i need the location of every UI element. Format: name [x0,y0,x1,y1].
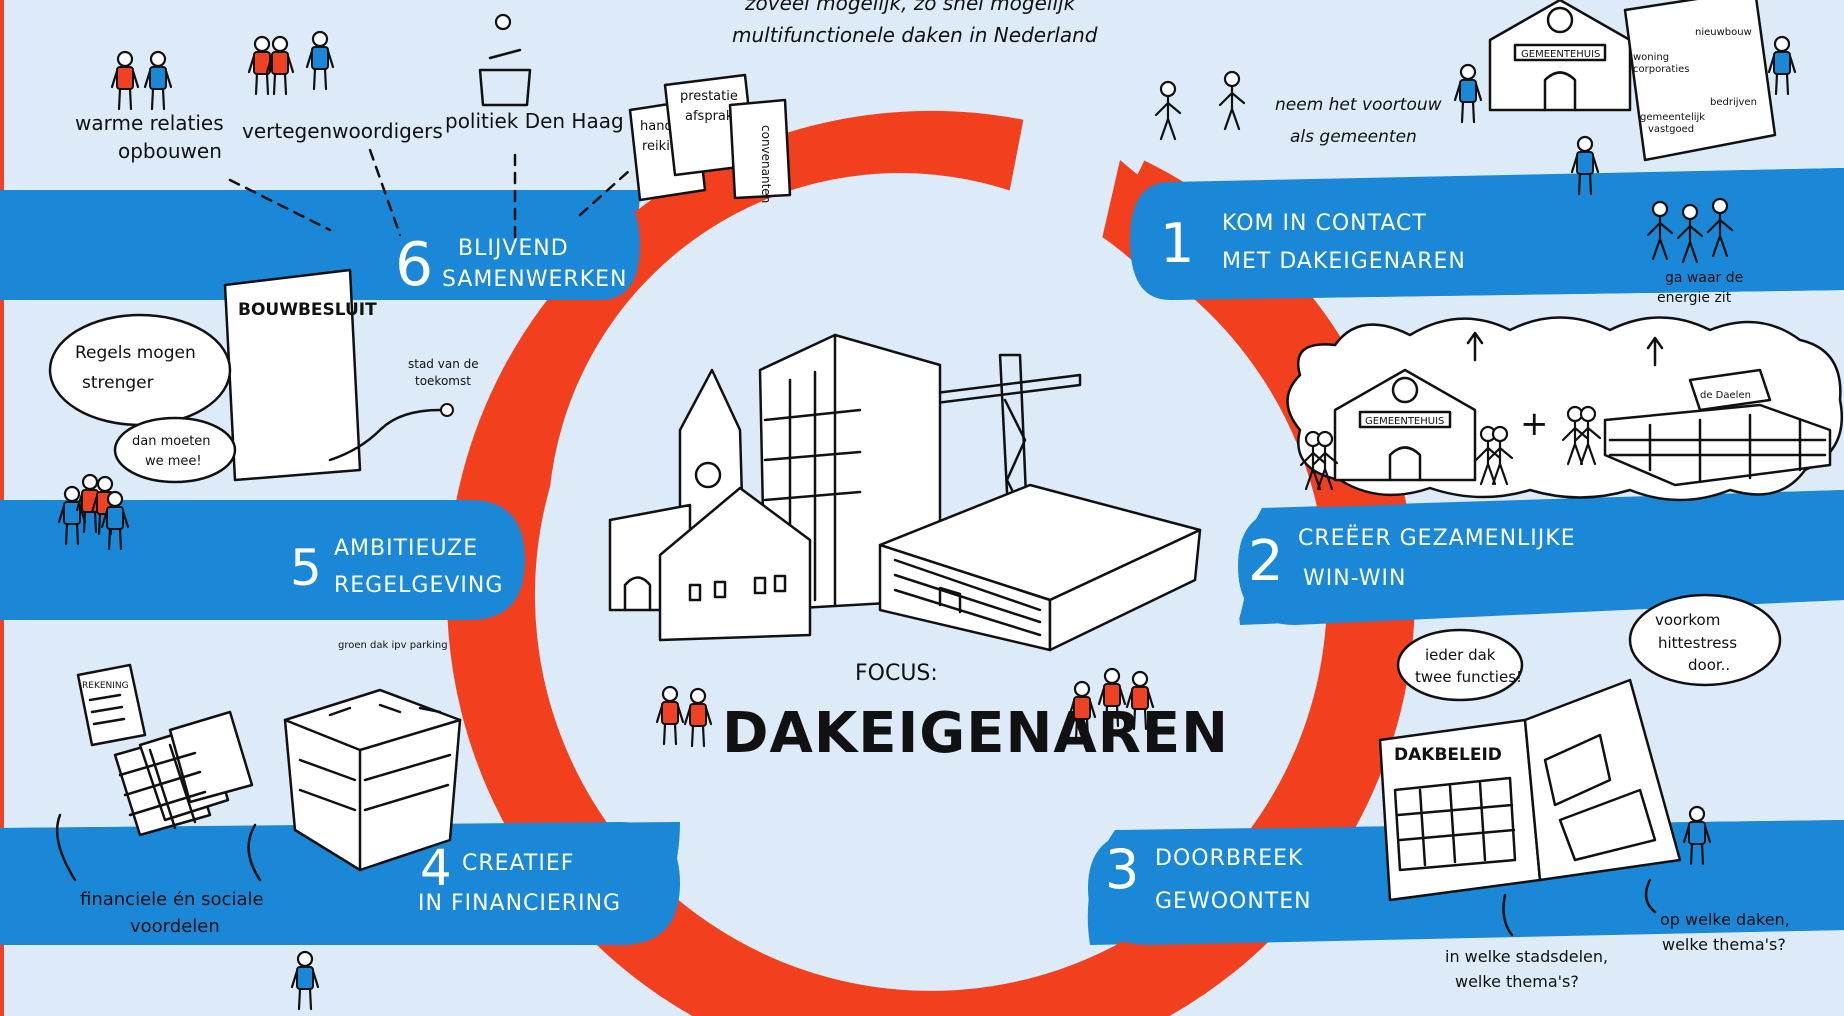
welke-daken-2: welke thema's? [1662,935,1786,954]
voorkom-1: voorkom [1655,611,1720,629]
welke-daken-1: op welke daken, [1660,910,1790,929]
voorkom-3: door.. [1688,656,1730,674]
board-woning-2: corporaties [1633,64,1690,75]
warme-relaties-line1: warme relaties [75,111,224,135]
stad-toekomst-1: stad van de [408,357,479,371]
board-gemeentelijk-1: gemeentelijk [1640,112,1705,123]
speech-bubble-voorkom [1628,593,1782,687]
focus-title: DAKEIGENAREN [722,701,1229,766]
energie-2: energie zit [1657,290,1732,306]
step-6-number: 6 [395,230,434,300]
step-6-line1: BLIJVEND [458,236,569,261]
sketch-board: woning corporaties nieuwbouw gemeentelij… [1623,0,1777,162]
top-caption-line1: zoveel mogelijk, zo snel mogelijk [744,0,1077,15]
step-1-line2: MET DAKEIGENAREN [1222,249,1466,274]
energie-1: ga waar de [1665,270,1743,286]
step-2-line2: WIN-WIN [1303,566,1406,591]
step-2: 2 CREËER GEZAMENLIJKE WIN-WIN [1248,525,1576,594]
neem-voortouw-1: neem het voortouw [1275,95,1442,115]
step-3-line2: GEWOONTEN [1155,889,1312,914]
gemeentehuis-sign-cloud: GEMEENTEHUIS [1365,416,1444,427]
center-focus: FOCUS: DAKEIGENAREN [655,661,1229,766]
step-4-annotations: REKENING financiele én sociale voordelen… [55,640,462,1011]
board-gemeentelijk-2: vastgoed [1648,124,1694,135]
clock-icon-2 [1391,376,1419,404]
bouwbesluit-title: BOUWBESLUIT [238,300,377,320]
stadsdelen-2: welke thema's? [1455,972,1579,991]
speech-bubble-mee [113,416,237,484]
financiele-line2: voordelen [130,916,220,937]
step-4-line2: IN FINANCIERING [418,891,621,916]
board-nieuwbouw: nieuwbouw [1695,27,1752,38]
step-3-number: 3 [1105,838,1140,901]
step-1-number: 1 [1160,212,1195,275]
gemeentehuis-sign-top: GEMEENTEHUIS [1521,49,1600,60]
groen-dak-label: groen dak ipv parking [338,640,448,651]
step-5-line2: REGELGEVING [334,573,503,598]
voorkom-2: hittestress [1658,634,1737,652]
step-5-annotations: BOUWBESLUIT Regels mogen strenger dan mo… [48,268,479,551]
stadsdelen-1: in welke stadsdelen, [1445,947,1608,966]
step-5-number: 5 [290,539,323,597]
clock-icon [1546,6,1574,34]
step-4-line1: CREATIEF [462,851,574,876]
de-daelen-building: de Daelen [1603,336,1832,487]
regels-line1: Regels mogen [75,343,196,363]
rekening-label: REKENING [82,681,129,691]
lightbulb-icon [440,403,454,417]
vertegenwoordigers: vertegenwoordigers [242,119,443,143]
step-3-line1: DOORBREEK [1155,846,1303,871]
dan-moeten-2: we mee! [145,454,202,469]
doc-prestatie-1: prestatie [680,89,738,104]
neem-voortouw-2: als gemeenten [1290,127,1417,147]
town-hall-cloud: GEMEENTEHUIS [1333,331,1484,482]
dakbeleid-title: DAKBELEID [1394,745,1502,765]
green-roof-building: groen dak ipv parking [283,640,462,872]
regels-line2: strenger [82,373,154,393]
doc-convenanten: convenanten [759,125,773,203]
financiele-line1: financiele én sociale [80,889,264,910]
dan-moeten-1: dan moeten [132,434,211,449]
buildings-illustration [608,333,1202,652]
house [658,486,812,642]
step-2-annotations: GEMEENTEHUIS + de Daelen [1286,316,1844,502]
step-3-annotations: ieder dak twee functies! voorkom hittest… [1378,593,1790,991]
plus-sign: + [1520,404,1549,444]
board-woning-1: woning [1633,52,1669,63]
church-clock-icon [694,461,722,489]
step-6: 6 BLIJVEND SAMENWERKEN [395,230,628,300]
lightbulb-wire [328,408,442,462]
step-5-line1: AMBITIEUZE [334,536,478,561]
politiek-den-haag: politiek Den Haag [445,109,624,133]
step-6-annotations: warme relaties opbouwen vertegenwoordige… [75,13,792,242]
step-3: 3 DOORBREEK GEWOONTEN [1105,838,1312,914]
bouwbesluit-doc [223,268,362,482]
town-hall-top: GEMEENTEHUIS [1488,0,1632,112]
speech-bubble-ieder-dak [1396,628,1524,702]
dakbeleid-book: DAKBELEID [1378,678,1682,902]
rekening-doc [76,663,147,747]
step-5: 5 AMBITIEUZE REGELGEVING [290,536,503,598]
top-caption: zoveel mogelijk, zo snel mogelijk multif… [732,0,1098,47]
step-2-number: 2 [1248,529,1285,594]
warme-relaties-line2: opbouwen [118,139,222,163]
crane [878,353,1082,592]
lectern-icon [478,48,532,107]
ieder-dak-2: twee functies! [1415,668,1522,686]
ieder-dak-1: ieder dak [1425,646,1496,664]
focus-label: FOCUS: [855,661,938,686]
step-1-annotations: neem het voortouw als gemeenten GEMEENTE… [1154,0,1797,306]
step-6-line2: SAMENWERKEN [442,267,628,292]
documents-stack: hand- reikingen prestatie afspraken conv… [628,73,792,203]
step-1-line1: KOM IN CONTACT [1222,211,1427,236]
top-caption-line2: multifunctionele daken in Nederland [732,23,1098,47]
speech-bubble-regels [48,313,232,427]
step-1: 1 KOM IN CONTACT MET DAKEIGENAREN [1160,211,1466,275]
de-daelen-label: de Daelen [1700,390,1751,401]
board-bedrijven: bedrijven [1710,97,1757,108]
step-2-line1: CREËER GEZAMENLIJKE [1298,525,1576,551]
stad-toekomst-2: toekomst [415,374,471,388]
